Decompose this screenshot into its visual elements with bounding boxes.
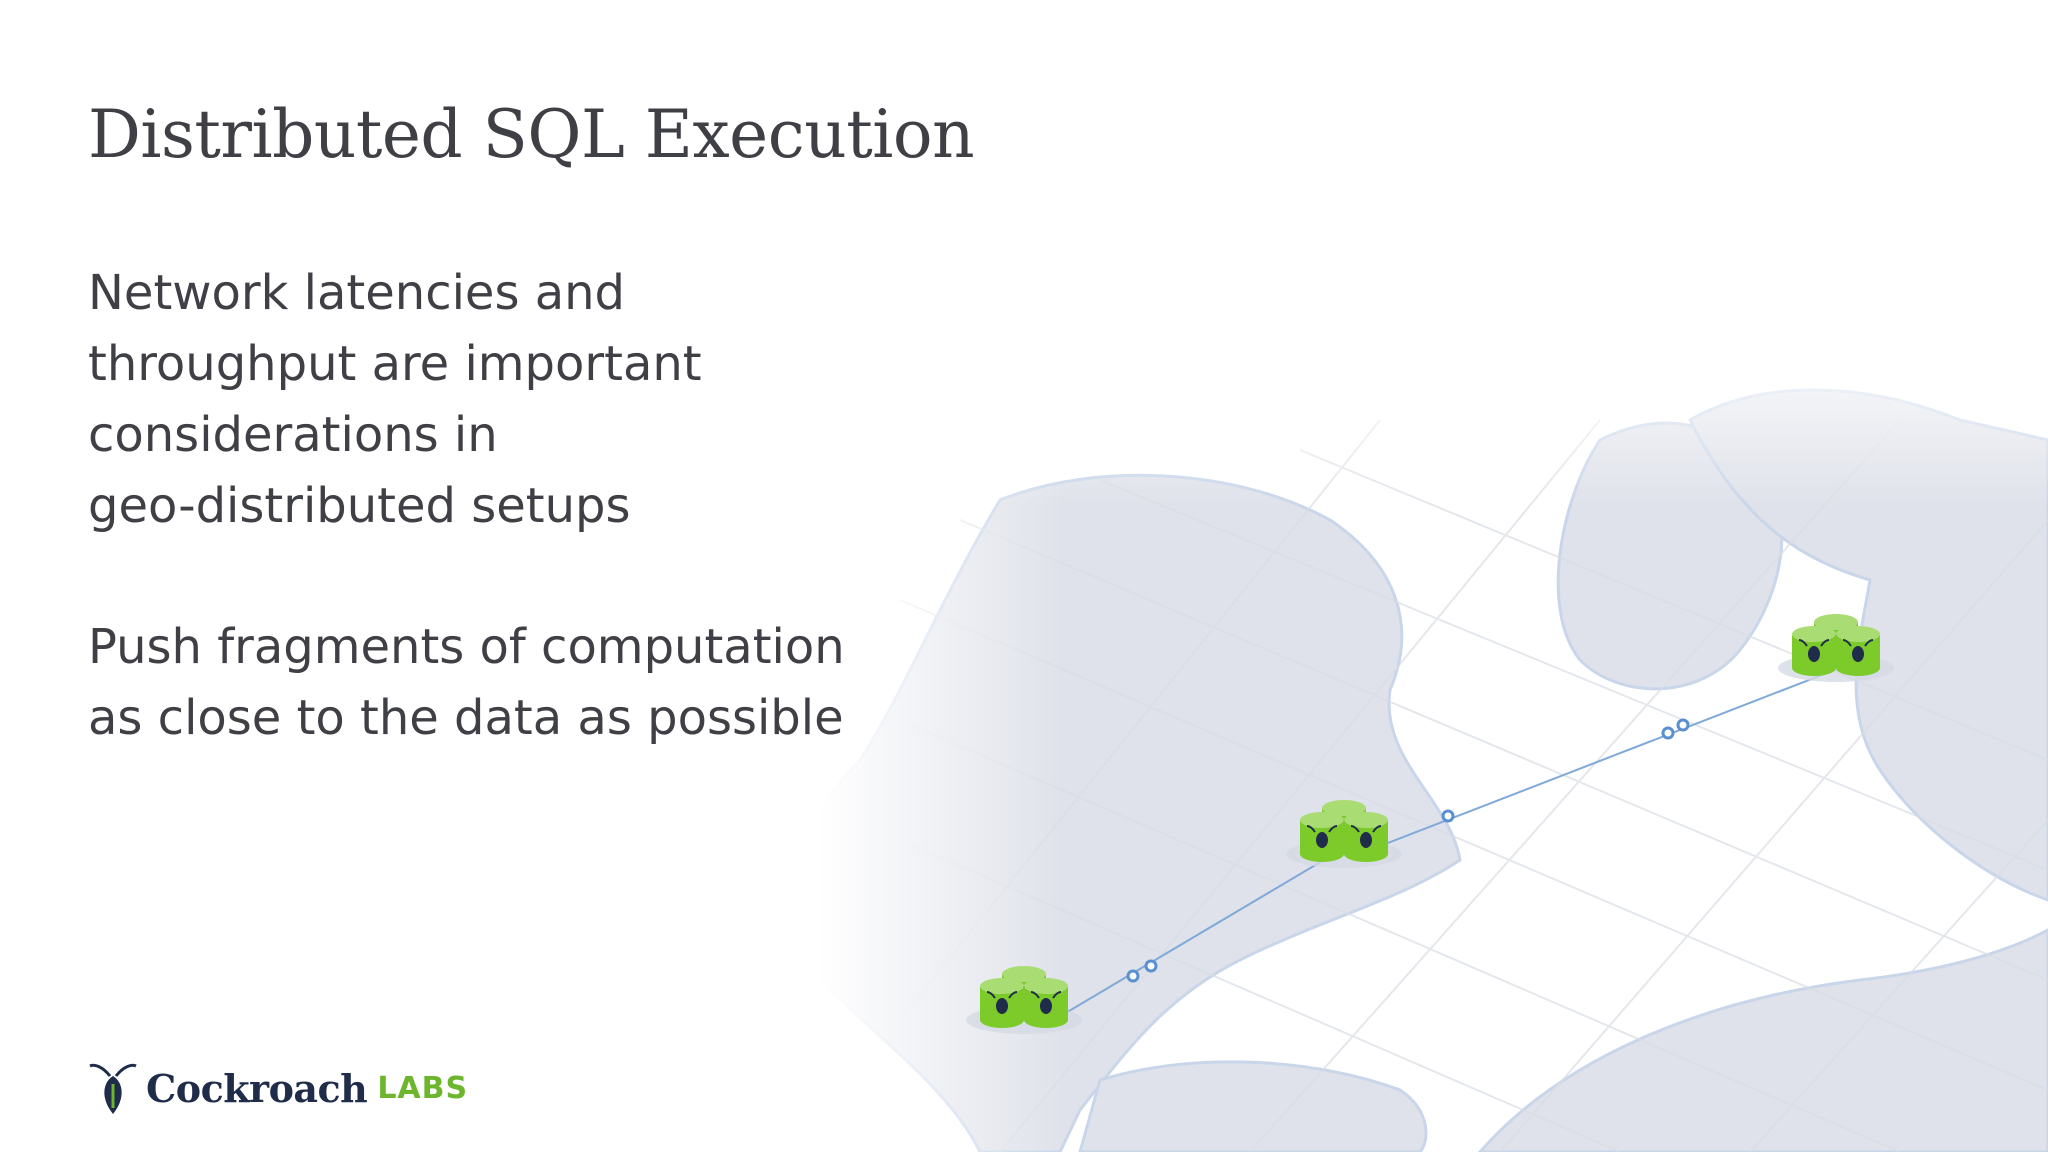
paragraph-push-computation: Push fragments of computation as close t… [88, 612, 948, 754]
cockroach-labs-logo: Cockroach LABS [88, 1058, 468, 1118]
cockroach-logo-icon [89, 1063, 137, 1114]
text-line: geo-distributed setups [88, 478, 631, 534]
slide-body: Network latencies and throughput are imp… [88, 258, 948, 824]
logo-labs: LABS [377, 1070, 469, 1106]
text-line: considerations in [88, 407, 498, 463]
text-line: Push fragments of computation [88, 619, 845, 675]
text-line: as close to the data as possible [88, 690, 844, 746]
link-hops [1126, 718, 1690, 983]
text-line: Network latencies and [88, 265, 626, 321]
paragraph-network-latency: Network latencies and throughput are imp… [88, 258, 948, 542]
network-links [1063, 667, 1841, 1015]
text-line: throughput are important [88, 336, 702, 392]
slide-title: Distributed SQL Execution [88, 96, 975, 173]
logo-wordmark: Cockroach [146, 1065, 368, 1111]
